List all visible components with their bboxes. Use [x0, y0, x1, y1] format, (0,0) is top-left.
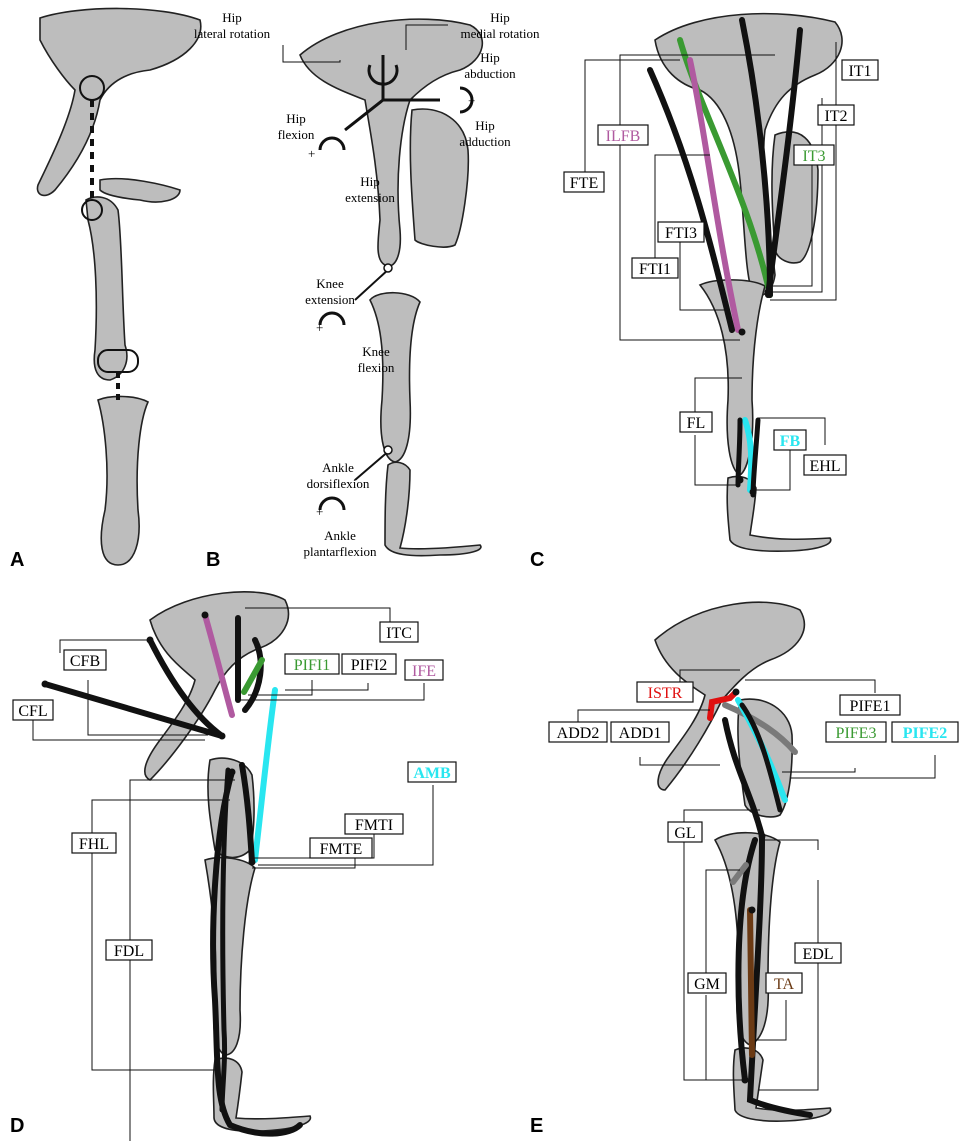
sign-plus-hip-abduction: + — [468, 93, 475, 108]
label-ankle-dorsiflexion-1: Ankle — [322, 460, 354, 475]
label-amb: AMB — [413, 765, 451, 782]
label-pifi2: PIFI2 — [351, 657, 387, 674]
knee-joint-dot — [384, 264, 392, 272]
label-fte: FTE — [570, 175, 598, 192]
label-istr: ISTR — [648, 685, 683, 702]
label-fhl: FHL — [79, 836, 109, 853]
label-hip-extension-1: Hip — [360, 174, 380, 189]
label-edl: EDL — [802, 946, 833, 963]
label-knee-flexion-2: flexion — [358, 360, 395, 375]
label-gl: GL — [674, 825, 695, 842]
panel-label-a: A — [10, 549, 24, 571]
label-knee-extension-1: Knee — [316, 276, 344, 291]
label-fl: FL — [687, 415, 706, 432]
panel-label-c: C — [530, 549, 544, 571]
label-hip-lateral-rotation-2: lateral rotation — [194, 26, 271, 41]
label-pife3: PIFE3 — [836, 725, 877, 742]
label-cfl: CFL — [18, 703, 47, 720]
label-hip-flexion-2: flexion — [278, 127, 315, 142]
sign-plus-knee: + — [316, 320, 323, 335]
label-ehl: EHL — [809, 458, 840, 475]
sign-plus-hip-flexion: + — [308, 146, 315, 161]
label-hip-adduction-2: adduction — [459, 134, 511, 149]
panel-label-e: E — [530, 1115, 543, 1137]
label-hip-adduction-1: Hip — [475, 118, 495, 133]
panel-label-d: D — [10, 1115, 24, 1137]
label-add2: ADD2 — [557, 725, 600, 742]
label-pife1: PIFE1 — [850, 698, 891, 715]
label-fdl: FDL — [114, 943, 144, 960]
label-ankle-plantarflexion-2: plantarflexion — [304, 544, 377, 559]
label-it3: IT3 — [802, 148, 825, 165]
label-gm: GM — [694, 976, 720, 993]
label-ife: IFE — [412, 663, 436, 680]
label-fti1: FTI1 — [639, 261, 671, 278]
label-fb: FB — [780, 433, 801, 450]
label-hip-medial-rotation-2: medial rotation — [460, 26, 540, 41]
ankle-joint-dot — [384, 446, 392, 454]
label-ankle-plantarflexion-1: Ankle — [324, 528, 356, 543]
label-it2: IT2 — [824, 108, 847, 125]
label-hip-abduction-2: abduction — [464, 66, 516, 81]
label-ankle-dorsiflexion-2: dorsiflexion — [307, 476, 370, 491]
panel-c-labels: IT1 IT2 IT3 ILFB FTE FTI3 FTI1 FL FB EHL — [564, 60, 878, 475]
label-pife2: PIFE2 — [903, 725, 947, 742]
label-hip-lateral-rotation-1: Hip — [222, 10, 242, 25]
panel-label-b: B — [206, 549, 220, 571]
label-cfb: CFB — [70, 653, 100, 670]
label-knee-extension-2: extension — [305, 292, 355, 307]
label-ta: TA — [774, 976, 794, 993]
label-hip-abduction-1: Hip — [480, 50, 500, 65]
label-fmti: FMTI — [355, 817, 393, 834]
label-itc: ITC — [386, 625, 412, 642]
label-it1: IT1 — [848, 63, 871, 80]
label-hip-extension-2: extension — [345, 190, 395, 205]
label-fmte: FMTE — [320, 841, 363, 858]
label-hip-medial-rotation-1: Hip — [490, 10, 510, 25]
label-knee-flexion-1: Knee — [362, 344, 390, 359]
panel-d-muscles — [45, 615, 300, 1134]
sign-plus-ankle: + — [316, 504, 323, 519]
panel-a-skeleton — [37, 8, 200, 565]
label-add1: ADD1 — [619, 725, 662, 742]
label-hip-flexion-1: Hip — [286, 111, 306, 126]
label-ilfb: ILFB — [606, 128, 641, 145]
label-pifi1: PIFI1 — [294, 657, 330, 674]
label-fti3: FTI3 — [665, 225, 697, 242]
